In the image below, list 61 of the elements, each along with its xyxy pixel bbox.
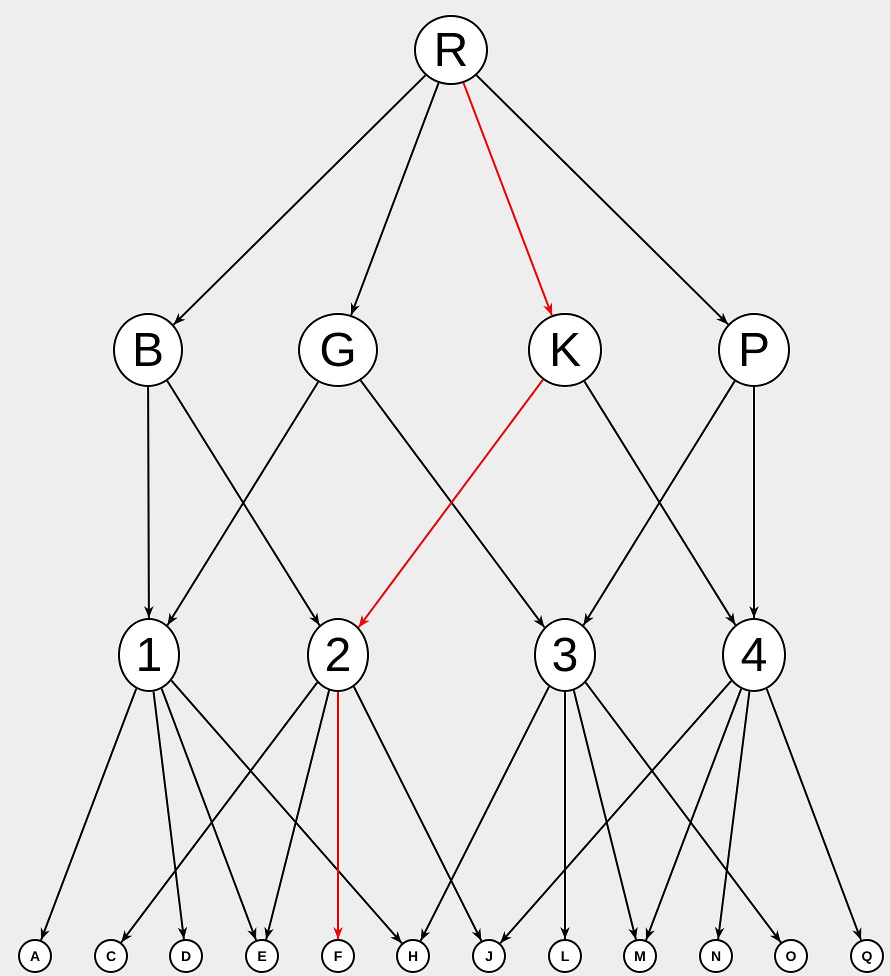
node-circle: [94, 939, 128, 973]
node-label: 2: [324, 628, 352, 682]
node-circle: [118, 618, 180, 692]
node-circle: [18, 939, 52, 973]
node-label: N: [710, 948, 722, 964]
node-label: M: [634, 948, 646, 964]
node-circle: [722, 618, 786, 692]
node-label: P: [738, 322, 770, 378]
node-label: A: [30, 948, 40, 964]
node-circle: [307, 618, 369, 692]
arrow: [462, 82, 553, 316]
arrow: [560, 692, 570, 939]
node-circle: [245, 939, 279, 973]
arrow: [333, 692, 343, 939]
node-label: O: [786, 948, 796, 964]
node-label: J: [485, 948, 493, 964]
node-circle: [472, 939, 506, 973]
arrow: [152, 691, 188, 940]
node-label: Q: [862, 948, 872, 964]
node-label: F: [334, 948, 342, 964]
node-label: D: [180, 948, 192, 964]
arrow: [160, 688, 257, 940]
node-label: 3: [552, 628, 578, 682]
arrow: [120, 682, 318, 944]
node-label: H: [408, 948, 418, 964]
arrow: [499, 680, 732, 944]
arrow: [766, 688, 862, 940]
node-circle: [623, 939, 657, 973]
arrow: [420, 686, 550, 942]
node-label: B: [132, 322, 164, 378]
arrow: [476, 74, 729, 326]
node-label: C: [106, 948, 116, 964]
node-label: R: [434, 22, 468, 78]
arrow: [172, 74, 426, 326]
node-circle: [113, 313, 183, 387]
arrow: [645, 688, 742, 940]
arrow: [144, 387, 154, 618]
node-label: E: [257, 948, 267, 964]
node-circle: [548, 939, 582, 973]
arrow: [749, 387, 759, 618]
node-label: 1: [136, 628, 162, 682]
arrow: [572, 690, 638, 940]
node-circle: [396, 939, 430, 973]
node-label: L: [560, 948, 570, 964]
node-circle: [718, 313, 790, 387]
node-label: K: [548, 322, 581, 378]
arrow: [170, 680, 403, 944]
node-label: 4: [740, 628, 768, 682]
node-circle: [774, 939, 808, 973]
node-circle: [321, 939, 355, 973]
arrow: [353, 686, 482, 942]
node-circle: [169, 939, 203, 973]
arrow: [40, 688, 138, 940]
node-circle: [534, 618, 596, 692]
node-circle: [850, 939, 884, 973]
arrow: [350, 82, 440, 316]
arrow: [584, 682, 782, 943]
arrow: [264, 690, 330, 940]
node-circle: [699, 939, 733, 973]
arrow: [714, 691, 750, 940]
node-label: G: [319, 322, 357, 378]
